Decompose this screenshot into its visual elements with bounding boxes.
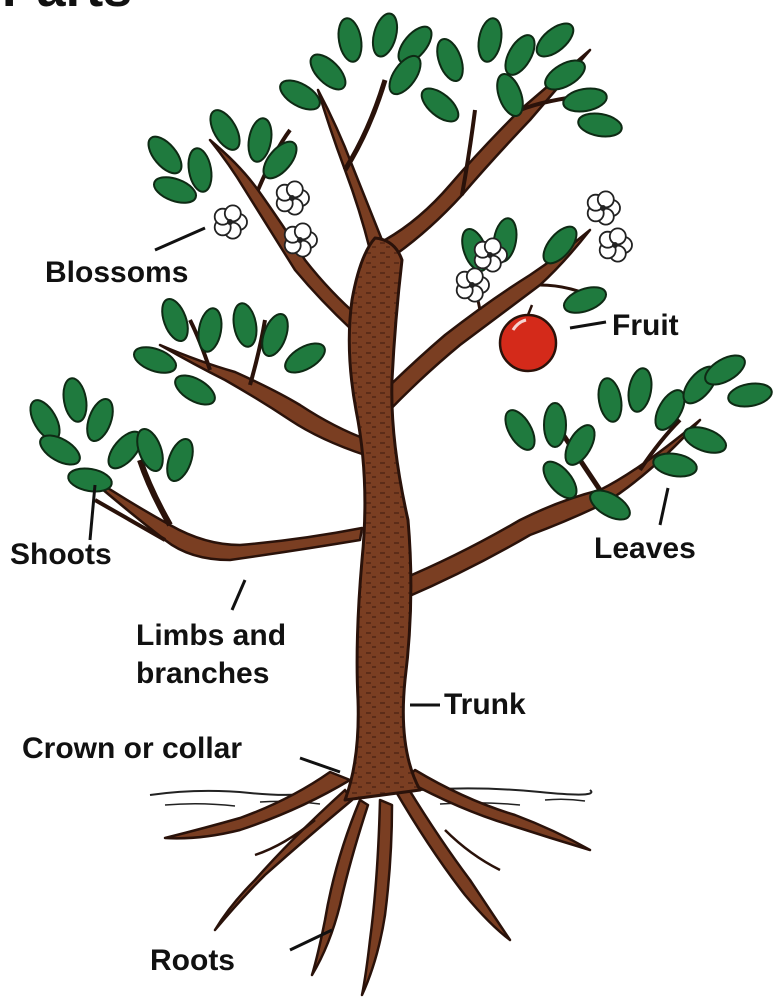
leaf-shape	[257, 311, 293, 360]
leaf-shape	[595, 376, 624, 423]
leaf-shape	[681, 422, 730, 458]
blossom-flower	[457, 268, 489, 301]
blossom-flower	[215, 205, 247, 238]
blossom-flower	[277, 181, 309, 214]
leaf-shape	[60, 376, 89, 423]
leaf-shape	[280, 337, 329, 378]
pointer-blossoms	[155, 228, 205, 250]
label-blossoms: Blossoms	[45, 256, 188, 289]
label-roots: Roots	[150, 944, 235, 977]
leaf-shape	[416, 82, 464, 127]
blossom-flower	[600, 228, 632, 261]
leaf-shape	[499, 30, 540, 79]
label-limbs-line2: branches	[136, 657, 269, 690]
leaf-shape	[142, 131, 187, 179]
leaf-shape	[66, 465, 113, 494]
leaf-shape	[162, 436, 198, 485]
leaf-shape	[475, 16, 504, 63]
leaf-shape	[195, 306, 224, 353]
leaf-shape	[432, 36, 468, 85]
label-trunk: Trunk	[444, 688, 526, 721]
label-limbs-line1: Limbs and	[136, 619, 286, 652]
trunk	[345, 238, 420, 800]
pointer-fruit	[570, 322, 606, 328]
pointer-leaves	[660, 488, 668, 525]
leaf-shape	[157, 296, 193, 345]
leaf-shape	[651, 450, 698, 479]
leaf-shape	[576, 110, 623, 139]
leaf-shape	[275, 74, 324, 115]
fruit-apple	[500, 305, 556, 371]
pointer-crown	[300, 758, 340, 772]
leaf-shape	[82, 396, 118, 445]
leaf-shape	[170, 369, 219, 410]
blossom-flower	[285, 223, 317, 256]
leaf-shape	[230, 301, 259, 348]
leaf-shape	[531, 17, 579, 62]
label-shoots: Shoots	[10, 538, 112, 571]
leaf-shape	[544, 403, 566, 447]
leaf-shape	[131, 342, 180, 378]
leaf-shape	[369, 11, 402, 59]
blossom-flower	[588, 191, 620, 224]
pointer-shoots	[90, 485, 95, 540]
pointer-limbs	[232, 580, 245, 610]
leaf-shape	[204, 105, 245, 154]
leaf-shape	[726, 380, 773, 409]
label-fruit: Fruit	[612, 309, 679, 342]
leaf-shape	[561, 85, 608, 114]
label-leaves: Leaves	[594, 532, 696, 565]
title-fragment: Parts	[2, 0, 132, 18]
leaf-shape	[625, 366, 654, 413]
leaf-shape	[335, 16, 364, 63]
leaf-shape	[499, 405, 540, 454]
label-crown: Crown or collar	[22, 732, 242, 765]
